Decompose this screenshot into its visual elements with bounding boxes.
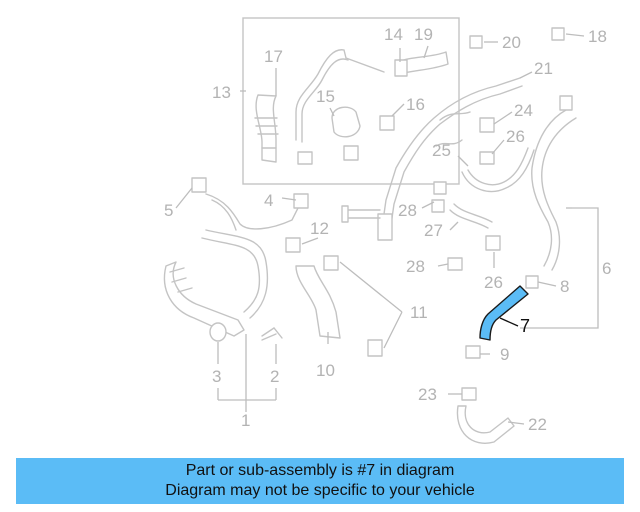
callout-23: 23 <box>418 385 437 404</box>
clamp-part-26-bottom <box>485 235 501 251</box>
callout-8: 8 <box>560 277 569 296</box>
clip-part-2 <box>261 327 283 341</box>
diagram-caption-banner: Part or sub-assembly is #7 in diagram Di… <box>16 458 624 504</box>
gasket-part-3 <box>209 322 227 342</box>
pipe-inset <box>295 49 385 141</box>
caption-line-disclaimer: Diagram may not be specific to your vehi… <box>165 482 475 499</box>
caption-line-part: Part or sub-assembly is #7 in diagram <box>185 462 455 479</box>
hose-part-25 <box>461 147 535 193</box>
callout-16: 16 <box>406 95 425 114</box>
hose-part-17 <box>255 94 277 163</box>
clamp-part-18 <box>551 27 565 41</box>
clip-inset-b <box>343 145 359 161</box>
hose-part-7 <box>479 285 529 341</box>
callout-4: 4 <box>264 191 273 210</box>
callout-10: 10 <box>316 361 335 380</box>
clip-inset-a <box>297 151 313 165</box>
callout-26-top: 26 <box>506 127 525 146</box>
hose-corrugated-left <box>163 261 245 337</box>
clip-part-9 <box>465 345 481 359</box>
clamp-part-4 <box>293 193 309 209</box>
callout-6: 6 <box>602 259 611 278</box>
callout-9: 9 <box>500 345 509 364</box>
callout-7: 7 <box>520 316 530 336</box>
part-illustrations <box>163 27 577 444</box>
callout-28-top: 28 <box>398 201 417 220</box>
clamp-part-26-top <box>479 151 495 165</box>
thermostat-part-15 <box>331 106 361 138</box>
pipe-part-4 <box>205 193 299 231</box>
bracket-part-21 <box>377 213 393 241</box>
callout-14: 14 <box>384 25 403 44</box>
callout-22: 22 <box>528 415 547 434</box>
callout-13: 13 <box>212 83 231 102</box>
fitting-part-6 <box>559 95 573 111</box>
clamp-part-11-b <box>367 339 383 357</box>
pipe-part-6 <box>531 109 577 271</box>
callout-24: 24 <box>514 101 533 120</box>
hose-part-27 <box>449 203 493 229</box>
callout-20: 20 <box>502 33 521 52</box>
clamp-part-20 <box>469 35 483 49</box>
leader-lines <box>175 33 599 425</box>
callout-17: 17 <box>264 47 283 66</box>
callout-15: 15 <box>316 87 335 106</box>
clamp-part-25 <box>433 181 447 195</box>
clamp-part-28-bottom <box>447 257 463 271</box>
callout-28-bottom: 28 <box>406 257 425 276</box>
clip-part-24 <box>479 117 495 133</box>
callout-1: 1 <box>241 411 250 430</box>
callout-2: 2 <box>270 367 279 386</box>
callout-19: 19 <box>414 25 433 44</box>
callout-21: 21 <box>534 59 553 78</box>
hose-part-22 <box>456 405 515 444</box>
clamp-part-23 <box>461 387 477 401</box>
clamp-part-16 <box>379 115 395 131</box>
hose-mid <box>435 111 471 147</box>
callout-26-bottom: 26 <box>484 273 503 292</box>
hose-part-10 <box>295 265 341 339</box>
hose-large-left <box>201 229 269 319</box>
clamp-part-8 <box>525 275 539 289</box>
clamp-part-5 <box>191 177 207 193</box>
callout-12: 12 <box>310 219 329 238</box>
callout-labels: 17 13 14 19 15 16 20 18 21 24 26 25 5 4 … <box>164 25 611 434</box>
callout-25: 25 <box>432 141 451 160</box>
callout-27: 27 <box>424 221 443 240</box>
pipe-part-21 <box>381 77 521 229</box>
clamp-part-11-a <box>323 255 339 271</box>
callout-3: 3 <box>212 367 221 386</box>
callout-5: 5 <box>164 201 173 220</box>
pipe-left-flange <box>345 209 381 219</box>
hose-part-19 <box>397 51 449 75</box>
clamp-part-12 <box>285 237 301 253</box>
callout-11: 11 <box>410 303 428 322</box>
callout-18: 18 <box>588 27 607 46</box>
clamp-part-28-top <box>431 199 445 213</box>
clamp-part-14 <box>394 59 408 77</box>
